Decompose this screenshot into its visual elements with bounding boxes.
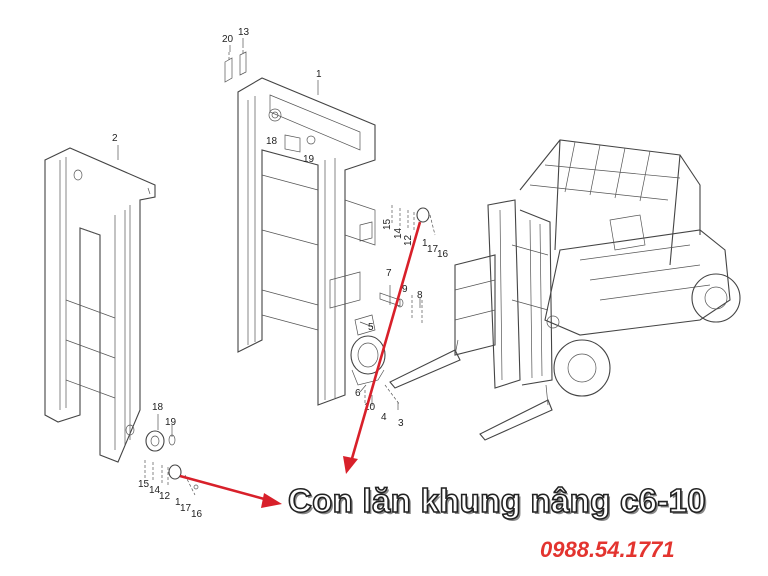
label-part-13: 13 [238, 27, 250, 38]
label-part-2: 2 [112, 133, 118, 144]
product-caption: Con lăn khung nâng c6-10 [287, 481, 706, 520]
label-part-20: 20 [222, 34, 234, 45]
label-part-18-upper: 18 [266, 136, 278, 147]
cylinder-assembly [350, 314, 401, 406]
label-part-4: 4 [381, 412, 387, 423]
label-part-9: 9 [402, 284, 408, 295]
small-parts [144, 45, 436, 496]
label-part-16-upper: 16 [437, 249, 449, 260]
label-part-1: 1 [316, 69, 322, 80]
label-part-15-lower: 15 [138, 479, 150, 490]
label-part-1-upper-stack: 1 [422, 238, 428, 249]
contact-phone: 0988.54.1771 [540, 537, 675, 562]
arrow-head-upper [343, 456, 358, 474]
forklift-illustration [389, 139, 741, 441]
label-part-5: 5 [368, 322, 374, 333]
part-number-labels: 1 2 3 4 5 6 7 8 9 10 20 13 18 19 15 14 1… [112, 27, 449, 520]
inner-mast-frame [237, 77, 376, 406]
label-part-8: 8 [417, 290, 423, 301]
leader-lines [117, 38, 421, 437]
outer-mast-frame [44, 147, 156, 463]
red-arrows [179, 221, 422, 508]
label-part-1-lower-stack: 1 [175, 497, 181, 508]
label-part-19-upper: 19 [303, 154, 315, 165]
arrow-to-lower-roller [179, 474, 269, 502]
label-part-3: 3 [398, 418, 404, 429]
label-part-18-lower: 18 [152, 402, 164, 413]
label-part-7: 7 [386, 268, 392, 279]
label-part-12-lower: 12 [159, 491, 171, 502]
label-part-12-upper: 12 [403, 234, 414, 246]
arrow-to-upper-roller [349, 221, 422, 463]
label-part-15-upper: 15 [382, 218, 393, 230]
label-part-17-upper: 17 [427, 244, 439, 255]
label-part-14-lower: 14 [149, 485, 161, 496]
label-part-16-lower: 16 [191, 509, 203, 520]
label-part-14-upper: 14 [393, 227, 404, 239]
arrow-head-lower [261, 493, 282, 508]
label-part-10: 10 [364, 402, 376, 413]
label-part-19-lower: 19 [165, 417, 177, 428]
label-part-17-lower: 17 [180, 503, 192, 514]
label-part-6: 6 [355, 388, 361, 399]
